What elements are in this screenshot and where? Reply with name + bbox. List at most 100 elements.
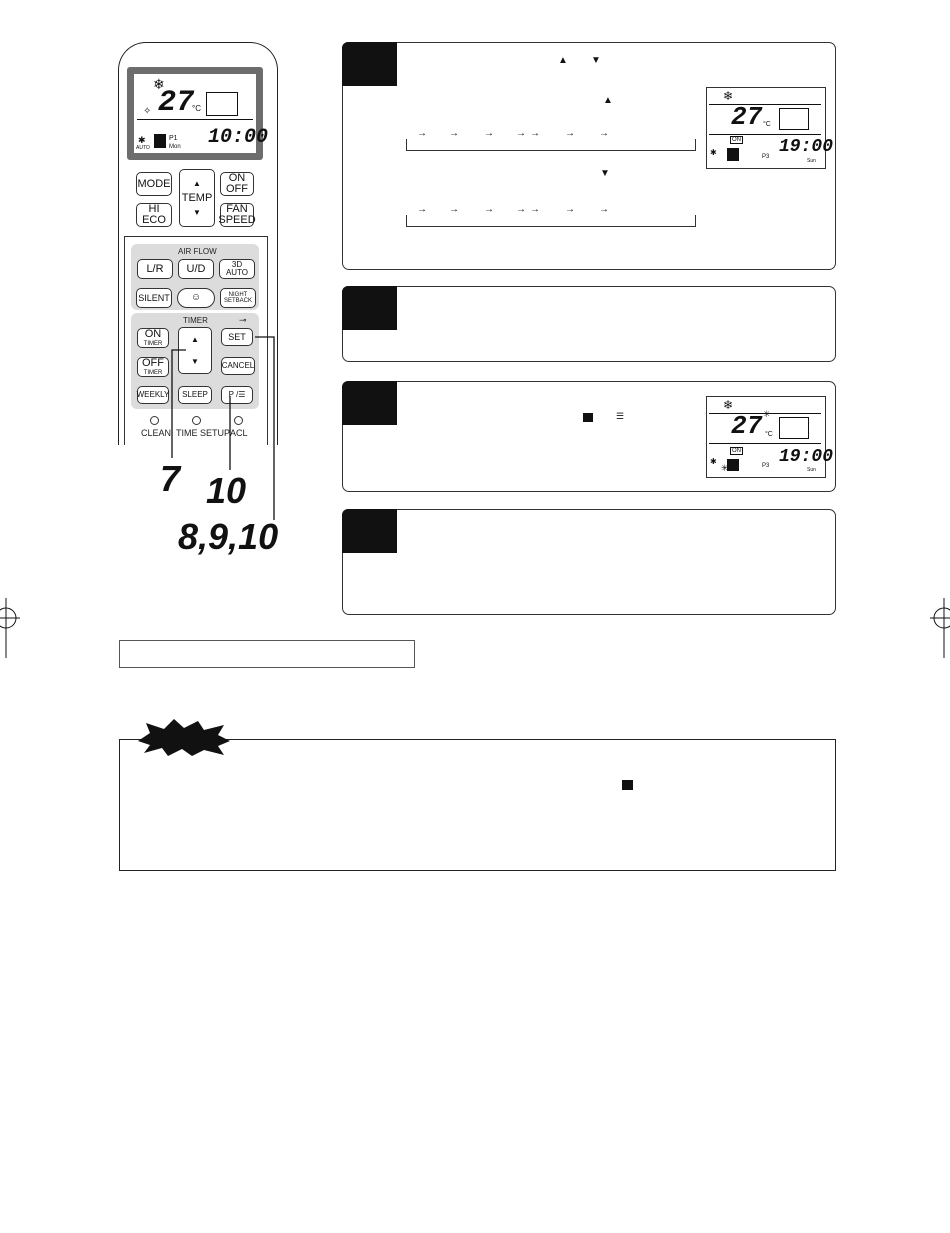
arrow-right-icon: → — [565, 128, 575, 139]
louver-icon — [779, 417, 809, 439]
lcd-program: P1 — [169, 135, 178, 142]
step-number-tab — [342, 381, 397, 425]
lcd-program: P3 — [762, 463, 770, 469]
weekly-timer-icon — [154, 134, 166, 148]
swing-icon: ✧ — [143, 106, 152, 117]
sleep-button[interactable]: SLEEP — [178, 386, 212, 404]
snowflake-icon: ❄ — [723, 398, 734, 412]
lcd-day: Sun — [807, 467, 816, 473]
weekly-timer-icon — [727, 459, 739, 471]
mode-button[interactable]: MODE — [136, 172, 172, 196]
timer-label: TIMER — [183, 316, 208, 325]
callout-10: 10 — [206, 470, 247, 511]
louver-icon — [779, 108, 809, 130]
sequence-up: → → → → → → → — [406, 128, 696, 151]
lcd-top-line — [709, 104, 821, 105]
remote-lcd-screen: ❄ ✧ 27 °C ✱ AUTO P1 Mon 10:00 — [134, 74, 268, 153]
ud-button[interactable]: U/D — [178, 259, 214, 279]
lcd-temp-unit: °C — [763, 121, 771, 128]
arrow-right-icon: → — [449, 128, 459, 139]
remote-lower-body — [124, 236, 268, 445]
up-triangle-icon: ▲ — [191, 334, 199, 344]
down-triangle-icon: ▼ — [600, 168, 610, 179]
lcd-program: P3 — [762, 154, 770, 160]
lcd-divider — [709, 443, 821, 444]
callout-8-9-10: 8,9,10 — [178, 516, 279, 557]
arrow-right-icon: → — [599, 128, 609, 139]
callout-7: 7 — [160, 458, 181, 499]
fan-icon: ✱ — [138, 135, 146, 145]
lcd-day: Sun — [807, 158, 816, 164]
time-setup-hole[interactable] — [192, 416, 201, 425]
lcd-time: 19:00 — [779, 137, 834, 157]
arrow-right-icon: → — [530, 128, 540, 139]
weekly-timer-icon — [583, 413, 593, 422]
arrow-right-icon: → — [516, 204, 526, 215]
signal-icon: ☰ — [238, 390, 246, 399]
up-triangle-icon: ▲ — [558, 55, 568, 66]
fan-icon: ✱ — [710, 148, 717, 157]
down-triangle-icon: ▼ — [193, 207, 201, 217]
arrow-right-icon: → — [417, 128, 427, 139]
step-box-2 — [342, 286, 836, 362]
lr-button[interactable]: L/R — [137, 259, 173, 279]
lcd-temp-unit: °C — [765, 431, 773, 438]
fan-mode-label: AUTO — [136, 145, 150, 151]
lcd-temp: 27 — [158, 86, 195, 120]
face-icon: ☺ — [190, 292, 202, 303]
lcd-on-badge: ON — [730, 136, 743, 144]
blink-rays-icon: ✳ — [721, 463, 729, 473]
lcd-temp-unit: °C — [192, 104, 201, 113]
callout-lines — [171, 336, 275, 520]
silent-button[interactable]: SILENT — [136, 288, 172, 308]
lcd-display-step-3: ❄ 27 °C ✳ ON ✱ ✳ P3 19:00 Sun — [706, 396, 833, 478]
temp-label: TEMP — [181, 191, 213, 204]
registration-mark-right — [930, 598, 950, 658]
arrow-right-icon: → — [417, 204, 427, 215]
step-number-tab — [342, 509, 397, 553]
arrow-right-icon: → — [449, 204, 459, 215]
lcd-day: Mon — [169, 144, 181, 150]
lcd-top-line — [709, 413, 821, 414]
step-box-4 — [342, 509, 836, 615]
set-button[interactable]: SET — [221, 328, 253, 346]
signal-icon: ☰ — [616, 411, 625, 421]
acl-hole[interactable] — [234, 416, 243, 425]
clean-indicator — [150, 416, 159, 425]
lcd-temp: 27 — [731, 102, 763, 132]
up-triangle-icon: ▲ — [603, 95, 613, 106]
signal-blink-icon: ✳ — [763, 409, 771, 419]
3d-auto-button[interactable]: 3D AUTO — [219, 259, 255, 279]
caution-starburst-icon — [138, 719, 230, 756]
fan-icon: ✱ — [710, 457, 717, 466]
arrow-right-icon: → — [484, 128, 494, 139]
lcd-on-badge: ON — [730, 447, 743, 455]
down-triangle-icon: ▼ — [591, 55, 601, 66]
note-box — [119, 640, 415, 668]
cancel-button[interactable]: CANCEL — [221, 357, 255, 375]
lcd-time: 10:00 — [208, 126, 269, 149]
lcd-temp: 27 — [731, 411, 763, 441]
registration-mark-left — [0, 598, 20, 658]
program-button[interactable]: P / ☰ — [221, 386, 253, 404]
time-setup-label: TIME SETUP — [176, 428, 231, 438]
lcd-display-step-1: ❄ 27 °C ON ✱ P3 19:00 Sun — [706, 87, 833, 169]
snowflake-icon: ❄ — [723, 89, 734, 103]
weekly-button[interactable]: WEEKLY — [137, 386, 169, 404]
arrow-right-icon: → — [484, 204, 494, 215]
comfort-button[interactable]: ☺ — [177, 288, 215, 308]
step-number-tab — [342, 42, 397, 86]
step-number-tab — [342, 286, 397, 330]
up-triangle-icon: ▲ — [193, 178, 201, 188]
louver-icon — [206, 92, 238, 116]
temp-rocker[interactable]: ▲ TEMP ▼ — [179, 169, 215, 227]
lcd-time: 19:00 — [779, 447, 834, 467]
arrow-right-icon: → — [516, 128, 526, 139]
down-triangle-icon: ▼ — [191, 356, 199, 366]
